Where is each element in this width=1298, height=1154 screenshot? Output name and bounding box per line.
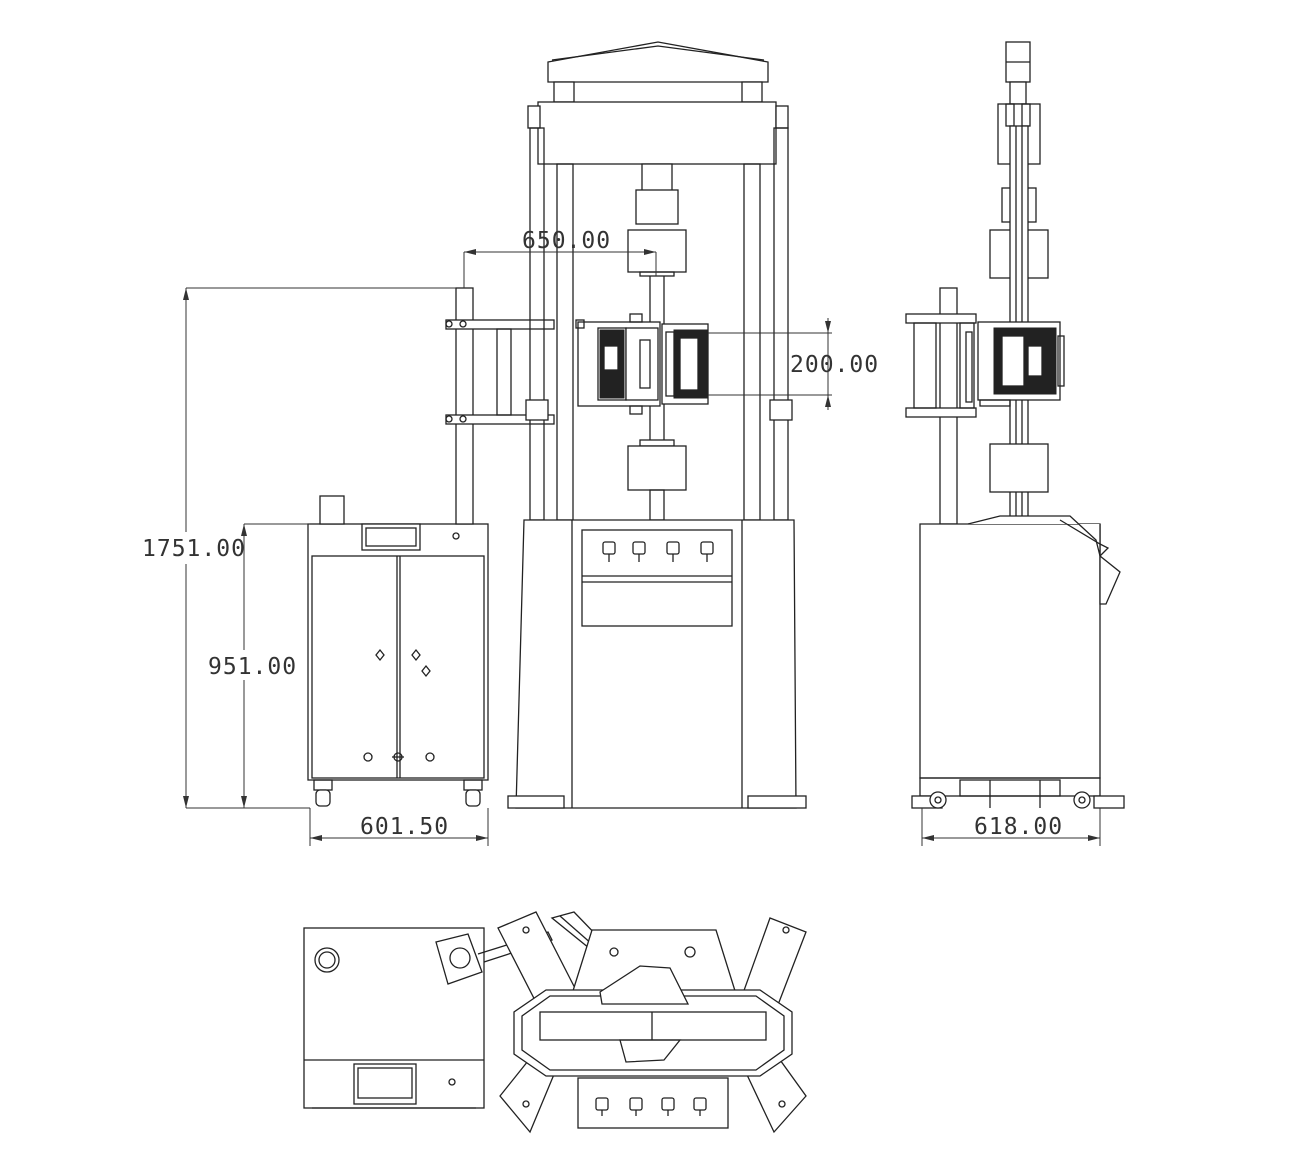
dimension-column-spacing: 650.00 [463,228,657,288]
grip-span-label: 200.00 [790,352,879,378]
dimension-cabinet-width: 601.50 [309,808,489,846]
top-view [303,911,807,1134]
control-knobs [602,541,714,562]
testing-machine-side-view [905,41,1125,809]
cabinet-height-label: 951.00 [208,654,297,680]
cabinet-width-label: 601.50 [360,814,449,840]
extensometer-stand [445,287,555,525]
cabinet-front-view [307,495,489,807]
column-spacing-label: 650.00 [522,228,611,254]
side-depth-label: 618.00 [974,814,1063,840]
overall-height-label: 1751.00 [142,536,246,562]
dimension-side-depth: 618.00 [921,808,1101,846]
dimension-overall-height: 1751.00 [140,287,456,809]
testing-machine-front-view [507,41,807,809]
dimension-cabinet-height: 951.00 [206,523,310,808]
dimension-grip-span: 200.00 [708,318,879,410]
